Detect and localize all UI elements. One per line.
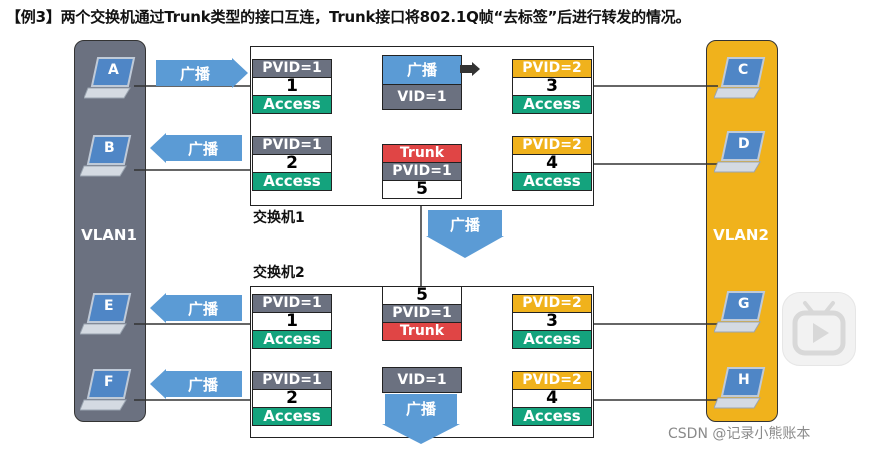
left-arrow-icon	[150, 133, 242, 163]
pc-c: C	[713, 56, 770, 100]
right-arrow-icon	[156, 58, 248, 88]
pc-label: B	[104, 140, 115, 156]
switch2-port3: PVID=2 3 Access	[512, 294, 592, 349]
broadcast-arrow-b: 广播	[150, 133, 242, 163]
port-number: 2	[253, 154, 331, 173]
vlan2-label: VLAN2	[713, 226, 769, 244]
slide-title: 【例3】两个交换机通过Trunk类型的接口互连，Trunk接口将802.1Q帧“…	[6, 8, 691, 26]
inter-switch-broadcast: 广播	[426, 210, 504, 258]
pc-label: H	[738, 372, 750, 388]
pc-label: G	[738, 296, 750, 312]
broadcast-arrow-e: 广播	[150, 293, 242, 323]
pc-b: B	[79, 134, 136, 178]
pc-label: A	[108, 62, 119, 78]
broadcast-label: 广播	[187, 140, 218, 158]
left-arrow-icon	[150, 369, 242, 399]
switch2-port5: 5 PVID=1 Trunk	[382, 286, 462, 341]
switch2-port1: PVID=1 1 Access	[252, 294, 332, 349]
trunk-label: Trunk	[383, 322, 461, 340]
laptop-icon	[713, 291, 766, 333]
pvid-label: PVID=2	[513, 295, 591, 312]
frame-right-arrow-icon	[460, 62, 480, 76]
port-number: 4	[513, 154, 591, 173]
pvid-label: PVID=1	[253, 137, 331, 154]
pvid-label: PVID=2	[513, 137, 591, 154]
pvid-label: PVID=1	[253, 60, 331, 77]
port-number: 1	[253, 312, 331, 331]
access-label: Access	[253, 96, 331, 113]
port-number: 5	[416, 285, 428, 305]
pc-g: G	[713, 290, 770, 334]
pvid-label: PVID=2	[513, 60, 591, 77]
pc-d: D	[713, 130, 770, 174]
port-number: 4	[513, 389, 591, 408]
down-arrow-icon	[382, 394, 460, 444]
left-arrow-icon	[150, 293, 242, 323]
pc-label: F	[104, 374, 114, 390]
broadcast-label: 广播	[187, 300, 218, 318]
play-icon	[792, 301, 846, 356]
laptop-icon	[79, 293, 132, 335]
access-label: Access	[513, 331, 591, 348]
access-label: Access	[253, 331, 331, 348]
switch2-frame-vid: VID=1	[382, 367, 462, 393]
frame-vid-label: VID=1	[383, 84, 461, 109]
broadcast-label: 广播	[449, 216, 480, 234]
port-number: 3	[513, 312, 591, 331]
vlan1-region	[74, 40, 146, 422]
pvid-label: PVID=2	[513, 372, 591, 389]
broadcast-label: 广播	[179, 65, 210, 83]
laptop-icon	[713, 131, 766, 173]
switch2-frame-broadcast: 广播	[382, 394, 460, 444]
switch1-frame: 广播 VID=1	[382, 55, 462, 110]
trunk-label: Trunk	[383, 145, 461, 162]
broadcast-arrow-a: 广播	[156, 58, 248, 88]
pc-label: C	[738, 62, 749, 78]
switch2-port4: PVID=2 4 Access	[512, 371, 592, 426]
pc-label: E	[104, 298, 114, 314]
access-label: Access	[513, 173, 591, 190]
switch1-label: 交换机1	[253, 210, 305, 226]
vlan1-label: VLAN1	[81, 226, 137, 244]
switch2-port2: PVID=1 2 Access	[252, 371, 332, 426]
access-label: Access	[513, 96, 591, 113]
broadcast-arrow-f: 广播	[150, 369, 242, 399]
pc-a: A	[83, 56, 140, 100]
watermark: CSDN @记录小熊账本	[668, 426, 811, 442]
access-label: Access	[253, 173, 331, 190]
pvid-label: PVID=1	[253, 372, 331, 389]
frame-broadcast-label: 广播	[383, 56, 461, 84]
switch1-port2: PVID=1 2 Access	[252, 136, 332, 191]
laptop-icon	[713, 367, 766, 409]
port-number: 3	[513, 77, 591, 96]
pc-label: D	[738, 136, 750, 152]
pvid-label: PVID=1	[253, 295, 331, 312]
pc-e: E	[79, 292, 136, 336]
switch2-label: 交换机2	[253, 265, 305, 281]
switch1-port1: PVID=1 1 Access	[252, 59, 332, 114]
access-label: Access	[253, 408, 331, 425]
port-number: 5	[383, 180, 461, 198]
laptop-icon	[713, 57, 766, 99]
laptop-icon	[79, 369, 132, 411]
pc-h: H	[713, 366, 770, 410]
switch1-port3: PVID=2 3 Access	[512, 59, 592, 114]
port-number: 2	[253, 389, 331, 408]
pvid-label: PVID=1	[383, 162, 461, 180]
pvid-label: PVID=1	[383, 304, 461, 322]
vlan2-region	[706, 40, 778, 422]
pc-f: F	[79, 368, 136, 412]
video-play-overlay[interactable]	[782, 292, 856, 366]
broadcast-label: 广播	[405, 400, 436, 418]
down-arrow-icon	[426, 210, 504, 258]
switch1-port5: Trunk PVID=1 5	[382, 144, 462, 199]
port-number: 1	[253, 77, 331, 96]
broadcast-label: 广播	[187, 376, 218, 394]
laptop-icon	[79, 135, 132, 177]
switch1-port4: PVID=2 4 Access	[512, 136, 592, 191]
access-label: Access	[513, 408, 591, 425]
laptop-icon	[83, 57, 136, 99]
